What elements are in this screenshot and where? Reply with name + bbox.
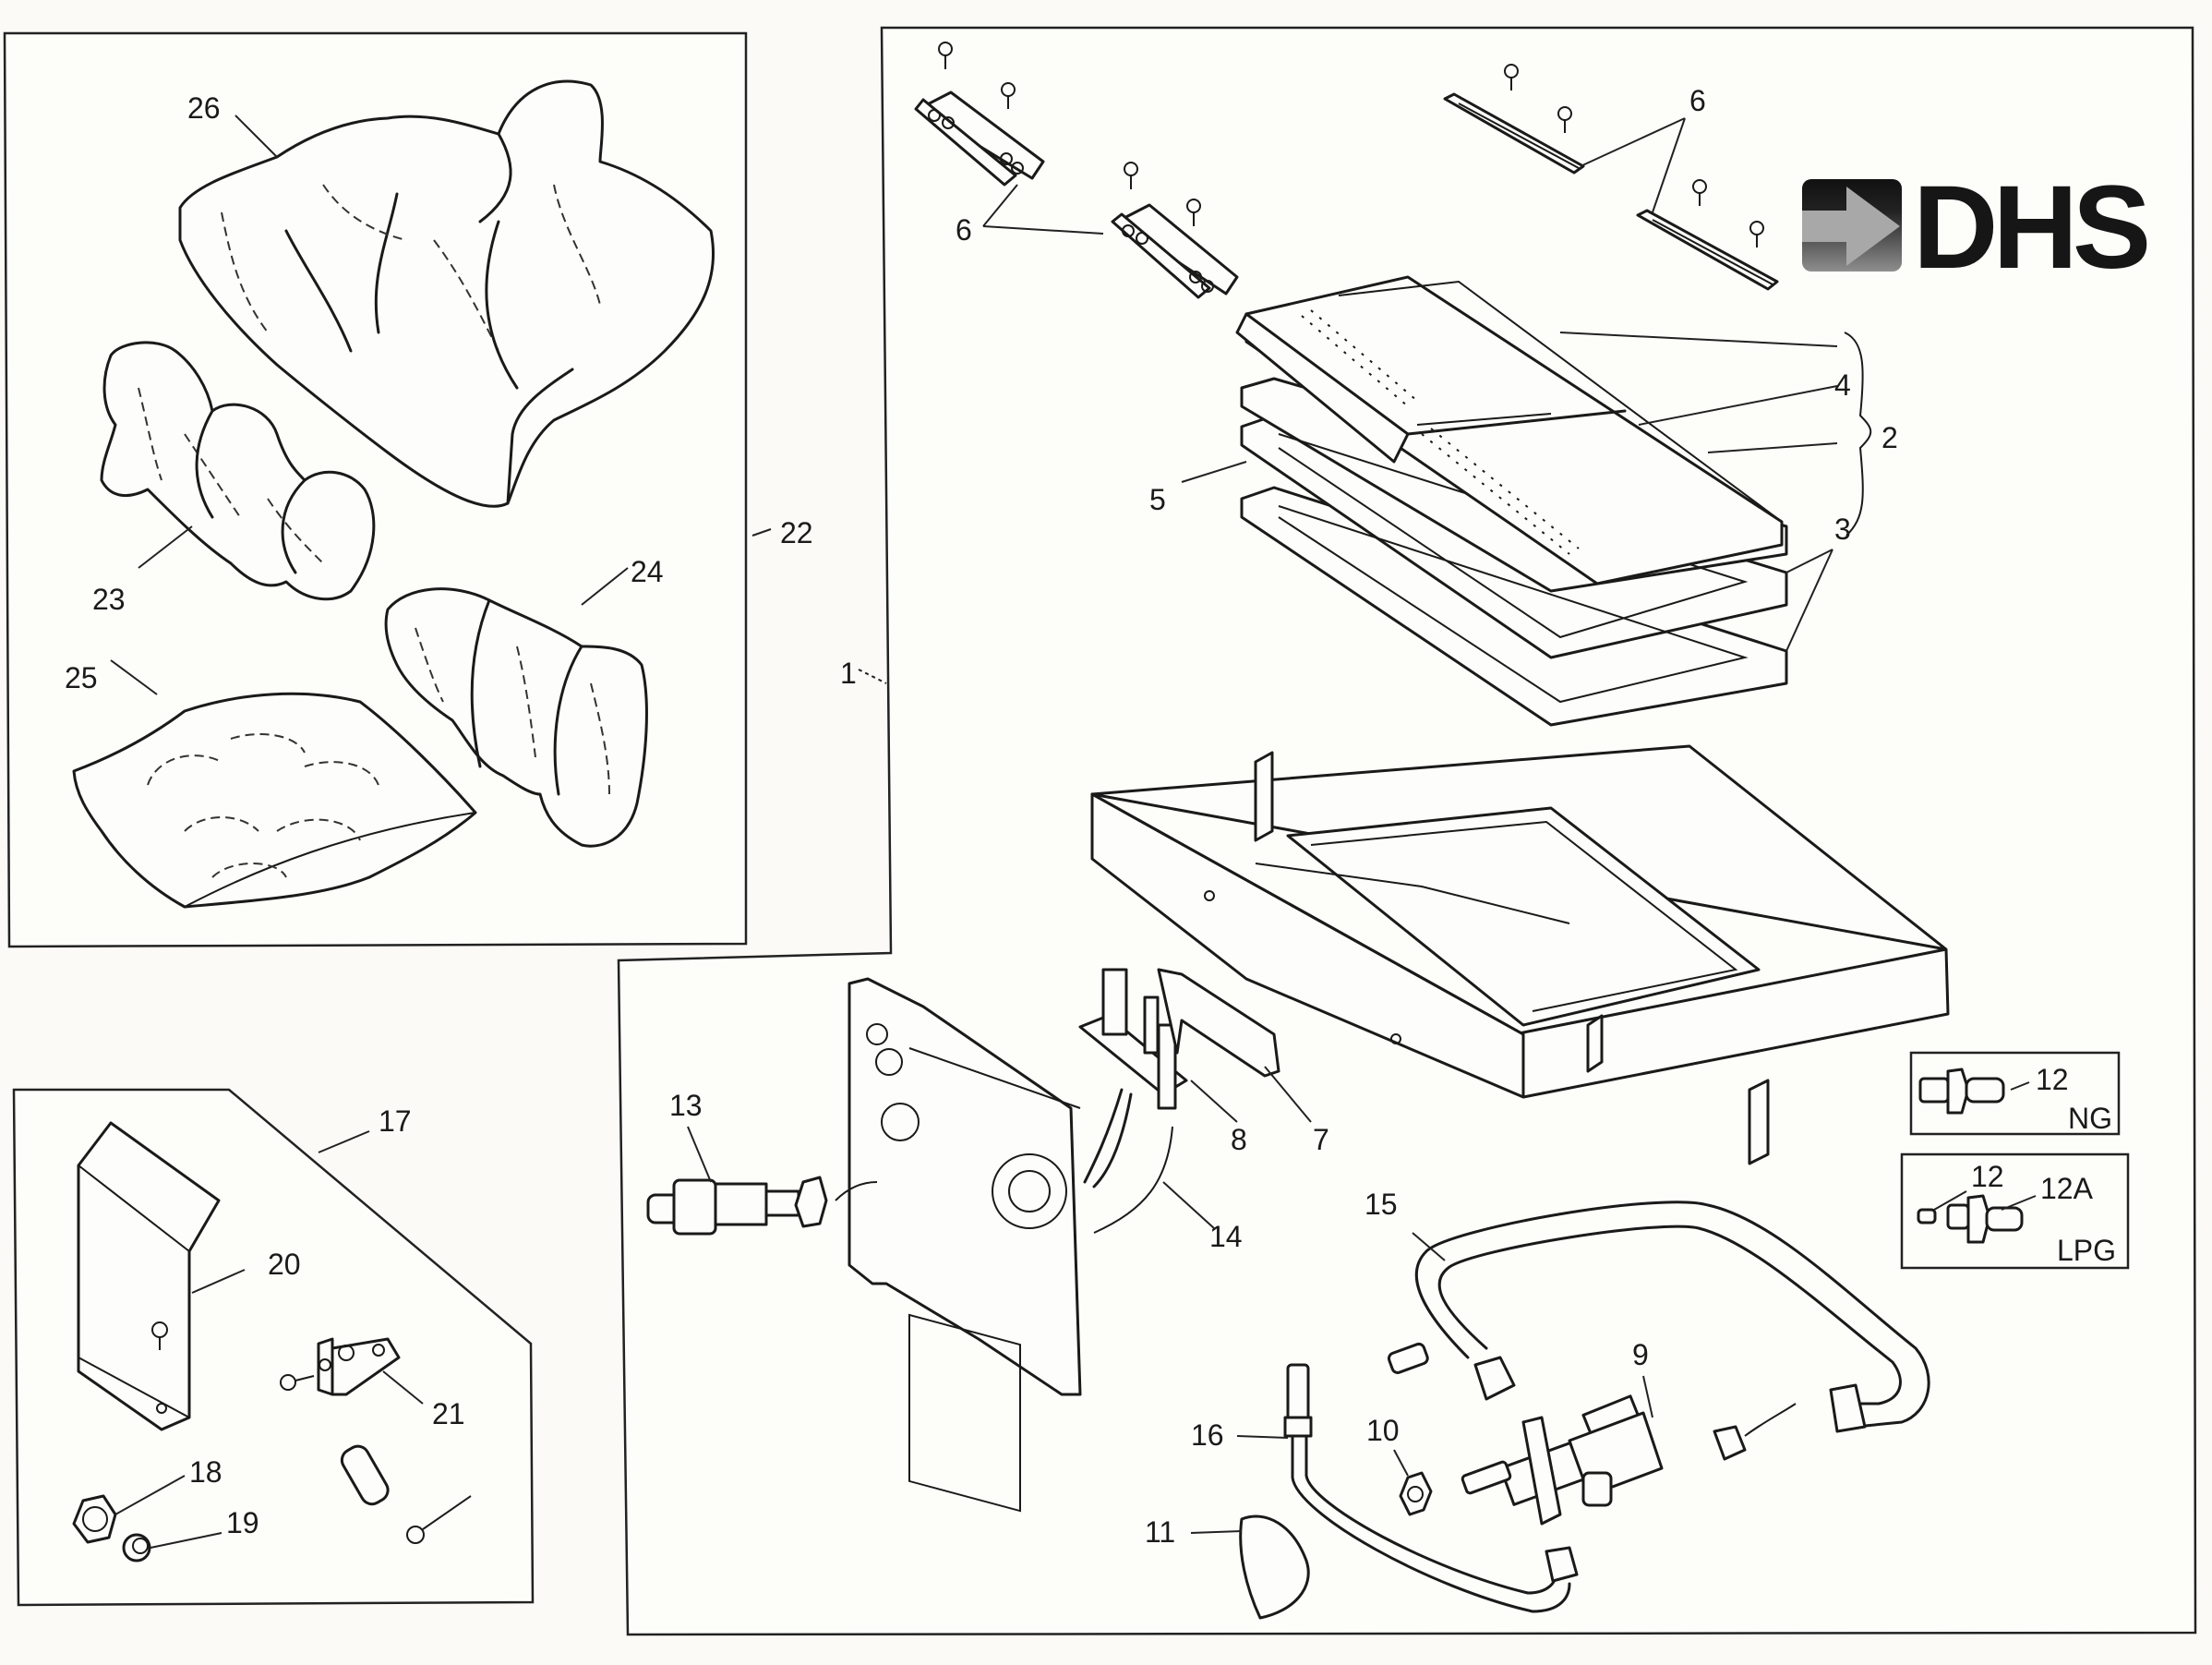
callout-12a: 12A (2040, 1172, 2094, 1205)
callout-20: 20 (268, 1248, 301, 1281)
wood-screw (406, 1495, 472, 1544)
callout-19: 19 (226, 1506, 259, 1539)
screw-icon (938, 42, 953, 69)
control-plate (848, 977, 1082, 1513)
dhs-logo: DHS (1802, 162, 2153, 294)
inset-lpg: 12 12A LPG (1900, 1152, 2130, 1270)
callout-13: 13 (669, 1089, 703, 1122)
leader-14 (1162, 1181, 1215, 1229)
callout-23: 23 (92, 583, 126, 616)
knob-11 (1239, 1514, 1310, 1620)
callout-4: 4 (1834, 368, 1851, 402)
log-23 (100, 341, 376, 601)
logo-wordmark: DHS (1913, 162, 2147, 294)
leader-20 (191, 1269, 246, 1294)
callout-3: 3 (1834, 513, 1851, 546)
leader-11 (1190, 1530, 1243, 1534)
leader-6b (1580, 117, 1686, 213)
leader-18 (114, 1475, 186, 1515)
leader-2b (1707, 442, 1838, 453)
pilot-assembly-8 (1078, 968, 1188, 1234)
callout-26: 26 (187, 91, 221, 125)
callout-2: 2 (1881, 421, 1898, 454)
leader-13 (687, 1126, 712, 1183)
callout-10: 10 (1366, 1414, 1400, 1447)
leader-7 (1264, 1066, 1312, 1123)
inset-ng: 12 NG (1909, 1051, 2121, 1136)
leader-19 (150, 1532, 222, 1549)
leader-1 (858, 669, 887, 684)
leader-21 (382, 1370, 424, 1405)
leader-6a (982, 184, 1104, 235)
log-26 (178, 79, 715, 508)
callout-17: 17 (379, 1104, 412, 1138)
leader-17 (318, 1130, 370, 1153)
leader-2a (1559, 332, 1838, 347)
callout-11: 11 (1145, 1515, 1175, 1549)
callout-25: 25 (65, 661, 98, 694)
callout-8: 8 (1231, 1123, 1247, 1156)
heat-shield-20 (77, 1121, 221, 1431)
brace-2 (1844, 332, 1872, 537)
screw-icon (1504, 64, 1519, 90)
ferrule-19 (122, 1533, 151, 1562)
callout-6a: 6 (956, 213, 972, 247)
locknut-10 (1399, 1471, 1433, 1516)
callout-18: 18 (189, 1455, 222, 1489)
screw-icon (1557, 106, 1572, 133)
log-24 (384, 587, 648, 848)
leader-5 (1181, 461, 1247, 483)
leader-24 (581, 567, 629, 606)
inset-label-lpg: LPG (2057, 1234, 2116, 1267)
leader-25 (110, 659, 158, 695)
igniter-13 (646, 1176, 878, 1236)
leader-22 (751, 528, 772, 537)
screw-icon (1692, 179, 1707, 206)
leader-23 (138, 525, 193, 569)
leader-16 (1236, 1435, 1289, 1439)
callout-12-ng: 12 (2036, 1063, 2069, 1096)
spacer-tube (340, 1444, 390, 1506)
leader-26 (234, 115, 278, 158)
callout-9: 9 (1632, 1338, 1649, 1371)
screw-icon (1749, 221, 1764, 247)
flare-nut-18 (72, 1494, 117, 1544)
burner-tiles-2 (1235, 275, 1784, 585)
leader-3 (1785, 549, 1833, 652)
inset-label-ng: NG (2068, 1102, 2112, 1135)
gas-tube-15 (1387, 1200, 1930, 1433)
pilot-tube-16 (1283, 1363, 1579, 1613)
screw-icon (151, 1321, 168, 1350)
callout-24: 24 (631, 555, 664, 588)
screw-icon (280, 1374, 315, 1391)
arrow-right-icon (1802, 187, 1900, 266)
callout-21: 21 (432, 1397, 465, 1430)
leader-4 (1638, 385, 1838, 426)
leader-10 (1393, 1449, 1409, 1477)
callout-12-lpg: 12 (1971, 1160, 2004, 1193)
log-25-bag (72, 692, 477, 909)
valve-9 (1461, 1394, 1797, 1526)
callout-14: 14 (1209, 1220, 1243, 1253)
callout-5: 5 (1149, 483, 1166, 516)
callout-15: 15 (1364, 1188, 1398, 1221)
callout-1: 1 (840, 657, 857, 690)
leader-9 (1642, 1375, 1653, 1418)
leader-15 (1412, 1232, 1446, 1261)
callout-16: 16 (1191, 1418, 1224, 1452)
callout-22: 22 (780, 516, 813, 549)
mounting-brackets-6 (914, 90, 1779, 299)
callout-7: 7 (1313, 1123, 1329, 1156)
screw-icon (1186, 199, 1201, 226)
screw-icon (1124, 162, 1138, 189)
burner-tray (1090, 744, 1950, 1165)
callout-6b: 6 (1689, 84, 1706, 117)
screw-icon (1001, 82, 1016, 109)
screws (938, 42, 1764, 247)
bracket-21 (280, 1337, 401, 1396)
leader-8 (1190, 1080, 1238, 1123)
